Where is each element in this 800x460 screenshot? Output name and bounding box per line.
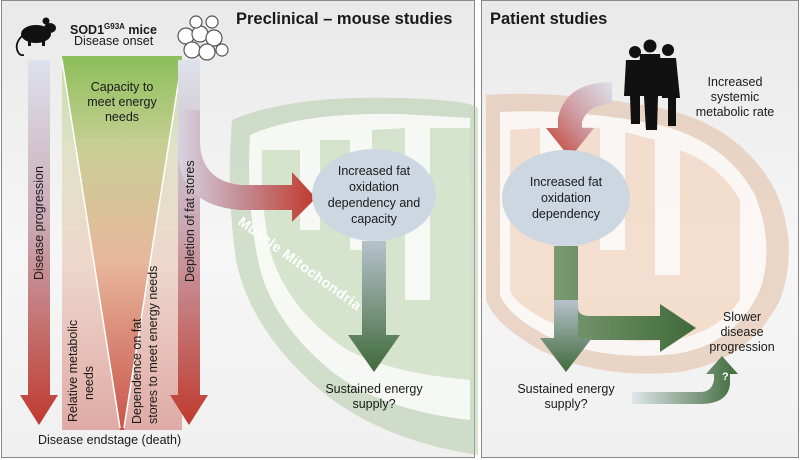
mouse-icon — [15, 17, 56, 57]
right-down-branch-arrow — [554, 246, 696, 352]
systemic-to-oxidation-arrow — [546, 82, 612, 158]
capacity-line1: Capacity to — [90, 80, 154, 94]
right-ellipse-text: Increased fat oxidation dependency — [529, 175, 603, 221]
right-sustained-arrow — [540, 300, 592, 372]
left-sustained-line1: Sustained energy — [325, 382, 423, 396]
disease-onset-label: Disease onset — [74, 34, 154, 48]
fat-cells-icon — [177, 15, 229, 61]
preclinical-heading: Preclinical – mouse studies — [236, 10, 453, 28]
left-sustained-line2: supply? — [352, 397, 396, 411]
dependence-line1: Dependence on fat — [130, 318, 144, 424]
right-sustained-line1: Sustained energy — [517, 382, 615, 396]
people-silhouette-icon — [624, 39, 680, 130]
relative-metabolic-line1: Relative metabolic — [66, 319, 80, 422]
slower-line3: progression — [709, 340, 775, 354]
dependence-line2: stores to meet energy needs — [146, 265, 160, 424]
disease-endstage-label: Disease endstage (death) — [38, 433, 182, 447]
uncertain-question-mark: ? — [722, 371, 729, 383]
left-ellipse-text: Increased fat oxidation dependency and c… — [327, 164, 421, 226]
patient-heading: Patient studies — [490, 10, 608, 28]
systemic-line1: Increased — [707, 75, 763, 89]
systemic-line2: systemic — [710, 90, 760, 104]
slower-line2: disease — [720, 325, 764, 339]
left-sustained-arrow — [348, 241, 400, 372]
disease-progression-arrow — [20, 60, 58, 425]
fat-depletion-label: Depletion of fat stores — [183, 160, 197, 282]
capacity-line2: meet energy — [87, 95, 157, 109]
systemic-line3: metabolic rate — [695, 105, 775, 119]
relative-metabolic-line2: needs — [82, 365, 96, 400]
fat-to-oxidation-arrow — [178, 110, 316, 222]
right-oxidation-ellipse — [502, 150, 630, 246]
right-sustained-line2: supply? — [544, 397, 588, 411]
small-uncertain-arrow — [632, 356, 738, 404]
left-oxidation-ellipse — [312, 149, 436, 241]
disease-progression-label: Disease progression — [32, 166, 46, 280]
mouse-model-title: SOD1G93A mice — [70, 22, 157, 38]
capacity-line3: needs — [104, 110, 140, 124]
slower-line1: Slower — [722, 310, 762, 324]
